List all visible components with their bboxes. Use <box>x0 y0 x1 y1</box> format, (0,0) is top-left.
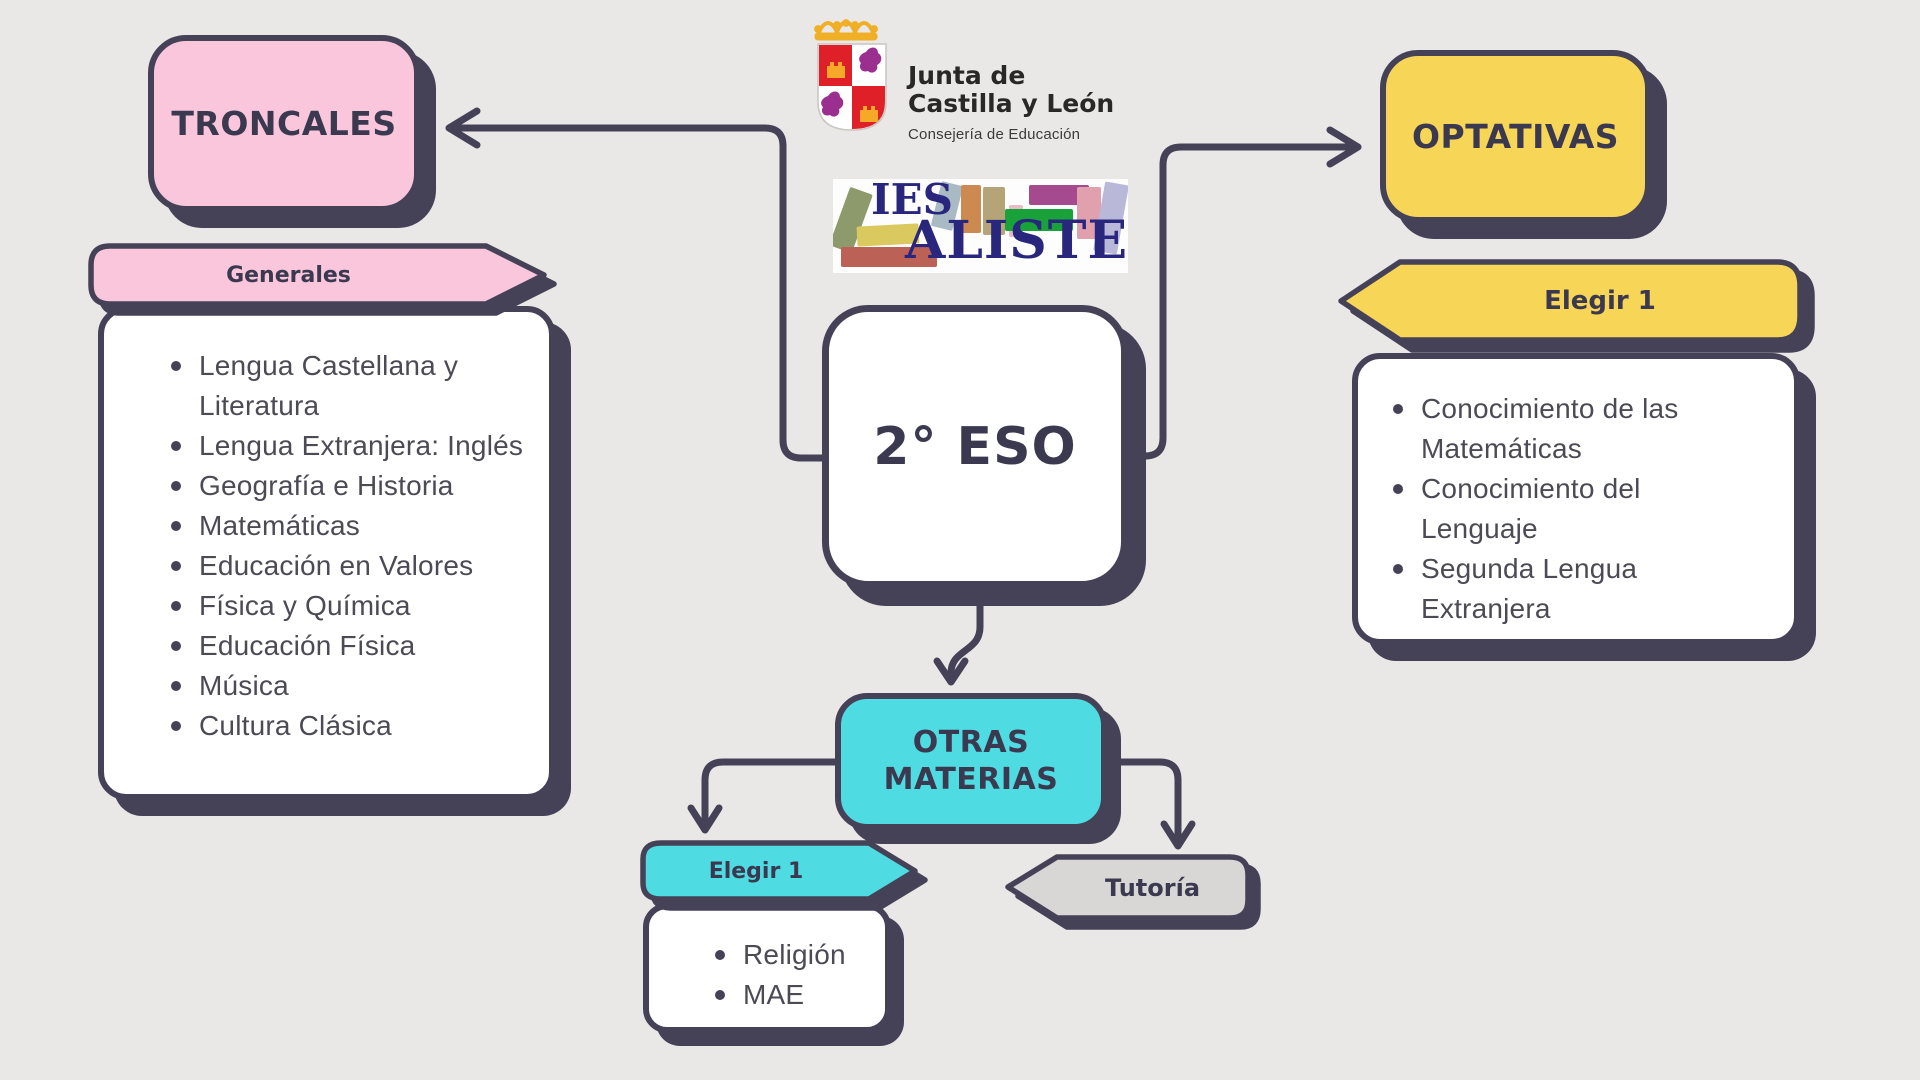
otras-elegir-tab-shape <box>640 840 928 911</box>
connector-optativas <box>1120 143 1358 460</box>
list-item: Matemáticas <box>171 506 531 546</box>
list-item: MAE <box>715 975 881 1015</box>
arrowhead-right-icon <box>1326 126 1362 168</box>
connector-elegir-otras <box>701 758 840 829</box>
optativas-elegir-tab-shape <box>1338 259 1815 353</box>
arrowhead-down-icon <box>687 804 723 834</box>
arrowhead-left-icon <box>445 107 481 149</box>
junta-castilla-leon-logo: Junta de Castilla y León Consejería de E… <box>798 4 1114 143</box>
connector-tutoria <box>1100 758 1182 845</box>
list-item: Educación Física <box>171 626 531 666</box>
generales-tab: Generales <box>86 241 572 327</box>
list-item: Segunda Lengua Extranjera <box>1393 549 1758 629</box>
connector-troncales <box>448 124 830 462</box>
optativas-box: OPTATIVAS <box>1380 50 1651 223</box>
tutoria-tab-shape <box>1005 854 1261 930</box>
troncales-title: TRONCALES <box>171 104 397 143</box>
ies-logo-text: IES <box>871 179 953 224</box>
otras-elegir-tab: Elegir 1 <box>639 839 939 927</box>
list-item: Música <box>171 666 531 706</box>
connector-otras <box>947 592 984 682</box>
list-item: Religión <box>715 935 881 975</box>
optativas-elegir-tab-label: Elegir 1 <box>1544 286 1656 316</box>
junta-subtitle: Consejería de Educación <box>908 126 1081 143</box>
list-item: Cultura Clásica <box>171 706 531 746</box>
optativas-elegir-tab: Elegir 1 <box>1336 258 1828 362</box>
otras-materias-box: OTRAS MATERIAS <box>835 693 1107 830</box>
junta-title-line2: Castilla y León <box>908 89 1115 118</box>
list-item: Conocimiento del Lenguaje <box>1393 469 1758 549</box>
otras-elegir-tab-label: Elegir 1 <box>708 858 804 884</box>
generales-tab-shape <box>88 243 557 316</box>
arrowhead-down-icon <box>1160 820 1196 850</box>
list-item: Lengua Castellana y Literatura <box>171 346 531 426</box>
aliste-logo-text: ALISTE <box>905 210 1128 271</box>
generales-tab-label: Generales <box>226 262 351 288</box>
junta-title-line1: Junta de <box>908 61 1026 90</box>
ies-aliste-logo: IES ALISTE <box>833 179 1128 273</box>
otras-materias-title: OTRAS MATERIAS <box>883 724 1059 797</box>
optativas-title: OPTATIVAS <box>1411 117 1620 156</box>
list-item: Física y Química <box>171 586 531 626</box>
eso-center-box: 2° ESO <box>822 305 1128 588</box>
coat-of-arms-icon <box>814 19 887 131</box>
tutoria-tab: Tutoría <box>1003 853 1275 943</box>
list-item: Conocimiento de las Matemáticas <box>1393 389 1758 469</box>
list-item: Educación en Valores <box>171 546 531 586</box>
tutoria-tab-label: Tutoría <box>1104 873 1201 902</box>
list-item: Lengua Extranjera: Inglés <box>171 426 531 466</box>
troncales-box: TRONCALES <box>148 35 420 212</box>
arrowhead-down-icon <box>933 657 969 686</box>
list-item: Geografía e Historia <box>171 466 531 506</box>
junta-wordmark: Junta de Castilla y León Consejería de E… <box>908 4 1115 144</box>
eso-title: 2° ESO <box>873 416 1077 477</box>
